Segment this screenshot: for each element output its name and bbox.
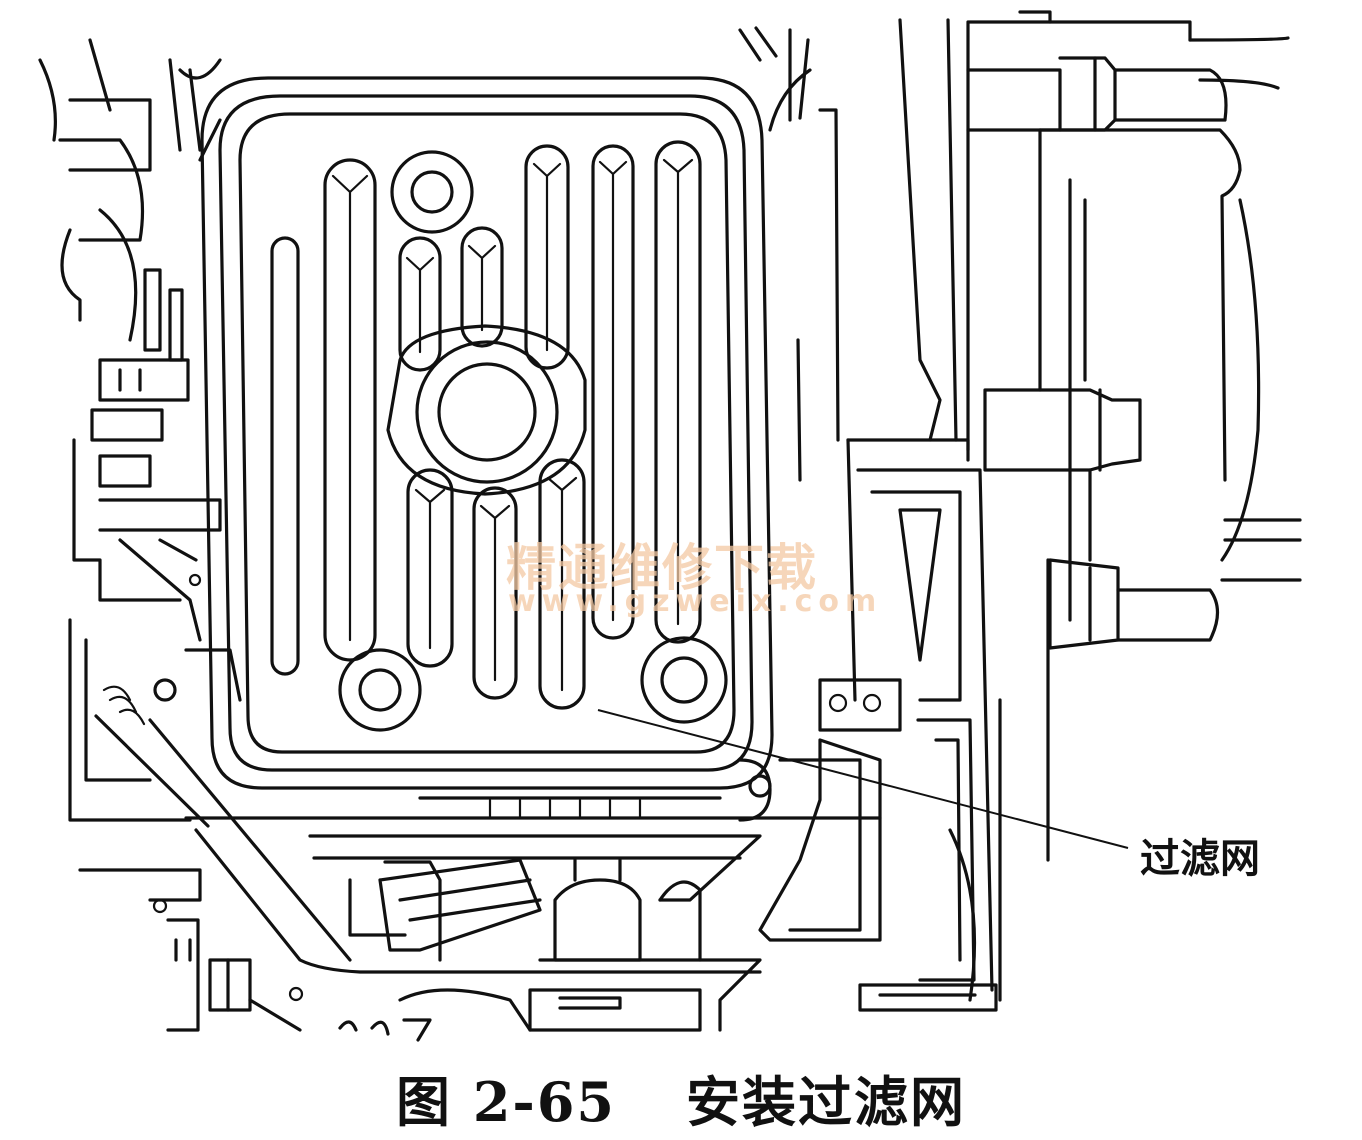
filter-ribs xyxy=(270,140,702,710)
filter-intake-port xyxy=(386,324,587,496)
figure-title: 安装过滤网 xyxy=(685,1070,966,1134)
callout-leader-line xyxy=(597,709,1129,849)
figure-caption: 图 2-65 安装过滤网 xyxy=(0,1058,1362,1137)
filter-bolt-bosses xyxy=(338,150,728,732)
valve-body xyxy=(148,468,1050,1042)
filter-screen xyxy=(200,76,774,790)
filter-callout-label: 过滤网 xyxy=(1140,836,1260,882)
figure-number: 图 2-65 xyxy=(396,1070,616,1134)
upper-fragments xyxy=(738,26,840,482)
watermark-url: www.gzweix.com xyxy=(508,584,883,619)
left-linkage xyxy=(38,38,304,1032)
transmission-housing xyxy=(846,10,1302,702)
watermark-site-name: 精通维修下载 xyxy=(506,538,818,597)
